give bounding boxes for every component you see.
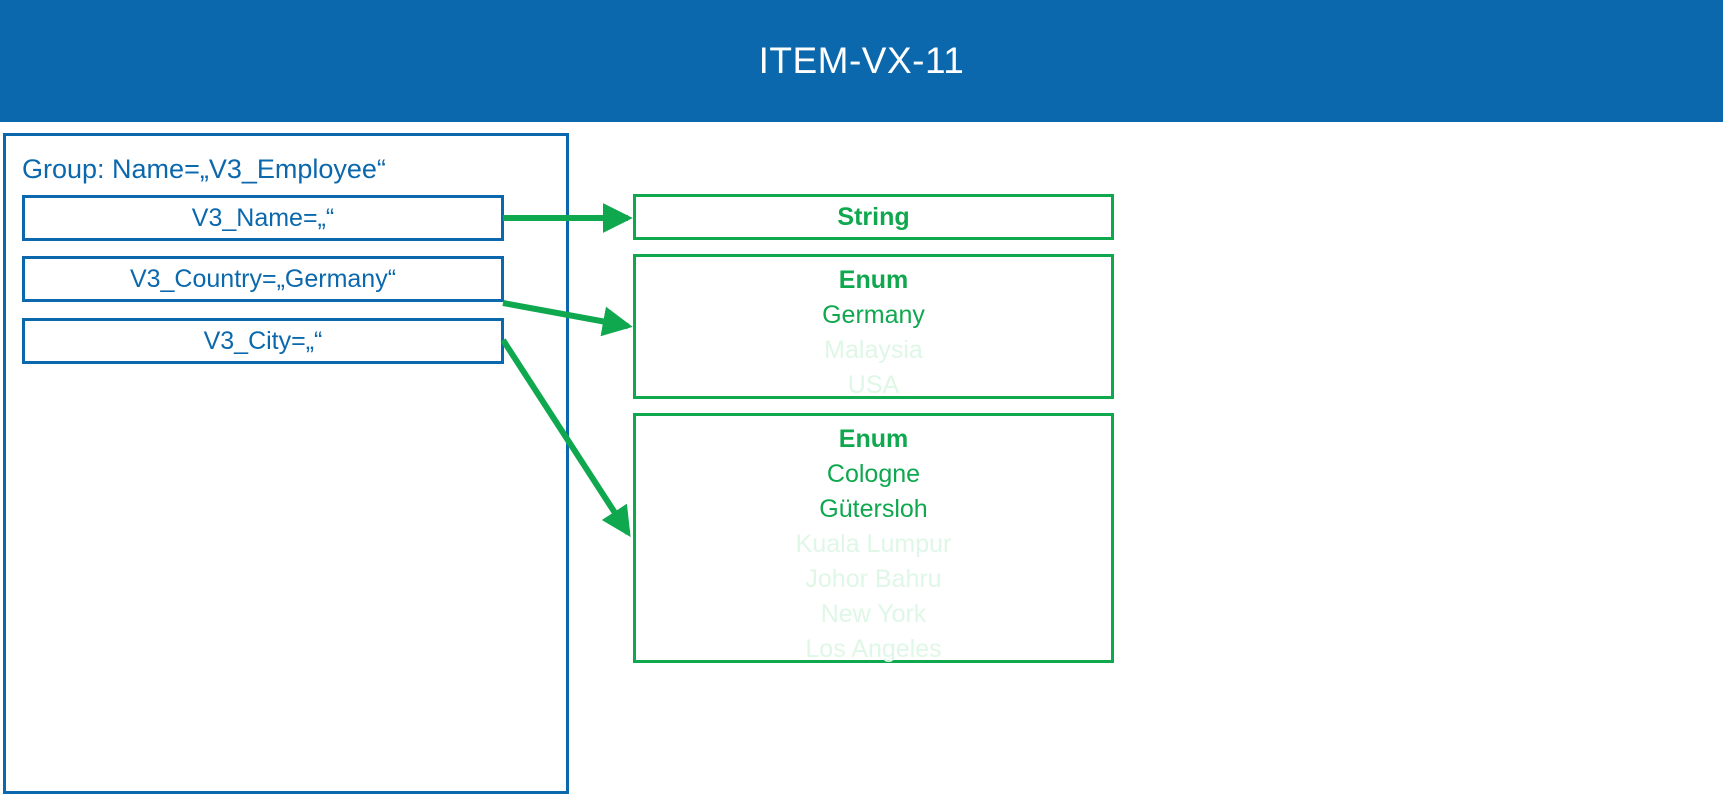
enum-value: Malaysia [824,336,923,364]
group-panel [3,133,569,794]
page-title: ITEM-VX-11 [758,40,965,81]
enum-value: USA [847,371,900,399]
enum-value: Los Angeles [805,635,942,663]
type-kind-label: String [837,202,910,231]
enum-value: Kuala Lumpur [795,530,952,558]
enum-value: Germany [822,301,925,329]
type-box-country-enum: Enum Germany Malaysia USA [633,254,1114,399]
enum-value: Cologne [826,460,921,488]
type-box-string: String [633,194,1114,240]
header-band [0,0,1723,122]
field-box-v3-name[interactable]: V3_Name=„“ [22,195,504,241]
enum-value: New York [820,600,927,628]
field-box-v3-country[interactable]: V3_Country=„Germany“ [22,256,504,302]
type-kind-label: Enum [838,425,909,453]
enum-value: Gütersloh [819,495,928,523]
field-box-v3-city[interactable]: V3_City=„“ [22,318,504,364]
group-label: Group: Name=„V3_Employee“ [22,154,386,184]
type-box-city-enum: Enum Cologne Gütersloh Kuala Lumpur Joho… [633,413,1114,663]
type-kind-label: Enum [838,266,909,294]
enum-value: Johor Bahru [805,565,942,593]
